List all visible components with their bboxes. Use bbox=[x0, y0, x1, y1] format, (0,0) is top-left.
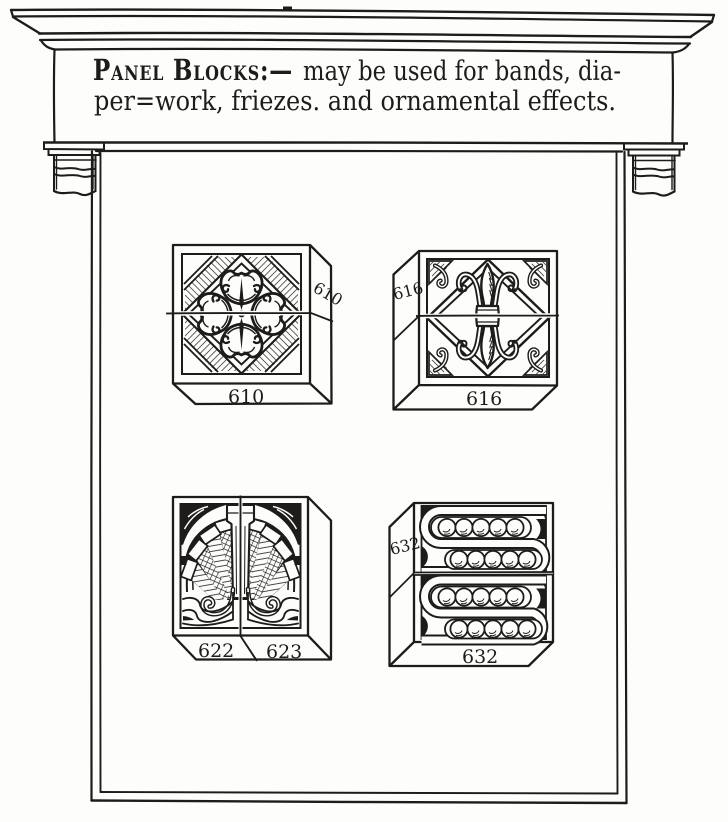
block-623-bottom-label: 623 bbox=[266, 641, 302, 663]
block-622-623: 622 623 bbox=[171, 495, 333, 663]
block-616-bottom-label: 616 bbox=[466, 388, 502, 410]
frieze-bottom-edge bbox=[42, 140, 689, 145]
block-632-seam bbox=[388, 571, 554, 599]
shell-scrolls bbox=[202, 589, 278, 620]
scroll-course-2 bbox=[419, 574, 549, 646]
fleur-de-lis bbox=[459, 262, 517, 368]
display-board bbox=[90, 149, 628, 805]
bead-row-3 bbox=[437, 587, 525, 607]
shell-aprons bbox=[182, 596, 299, 627]
frieze: Panel Blocks:— may be used for bands, di… bbox=[42, 49, 689, 145]
cornice bbox=[9, 6, 716, 54]
corbel-left bbox=[43, 142, 105, 197]
shell-flutes bbox=[180, 503, 301, 608]
block-622-seam bbox=[238, 495, 258, 662]
bead-row-2 bbox=[449, 550, 537, 570]
scroll-course-1 bbox=[419, 505, 551, 577]
bead-row-4 bbox=[449, 619, 537, 639]
block-622-bottom-label: 622 bbox=[198, 640, 234, 662]
block-610-seam bbox=[165, 310, 334, 323]
header-title: Panel Blocks:— bbox=[93, 53, 293, 87]
bead-row-1 bbox=[437, 518, 525, 538]
frieze-left-edge bbox=[52, 49, 56, 143]
block-616-seam bbox=[392, 313, 560, 342]
header-line2: per=work, friezes. and ornamental effect… bbox=[94, 86, 616, 117]
header-line1: may be used for bands, dia- bbox=[303, 56, 621, 87]
block-610-outline bbox=[171, 243, 333, 406]
corbel-right bbox=[623, 143, 685, 197]
block-610-bottom-label: 610 bbox=[228, 386, 264, 408]
block-616: 616 616 bbox=[391, 249, 560, 411]
block-610: 610 610 bbox=[165, 243, 346, 408]
block-632: 632 632 bbox=[388, 501, 555, 668]
block-632-bottom-label: 632 bbox=[462, 646, 498, 668]
